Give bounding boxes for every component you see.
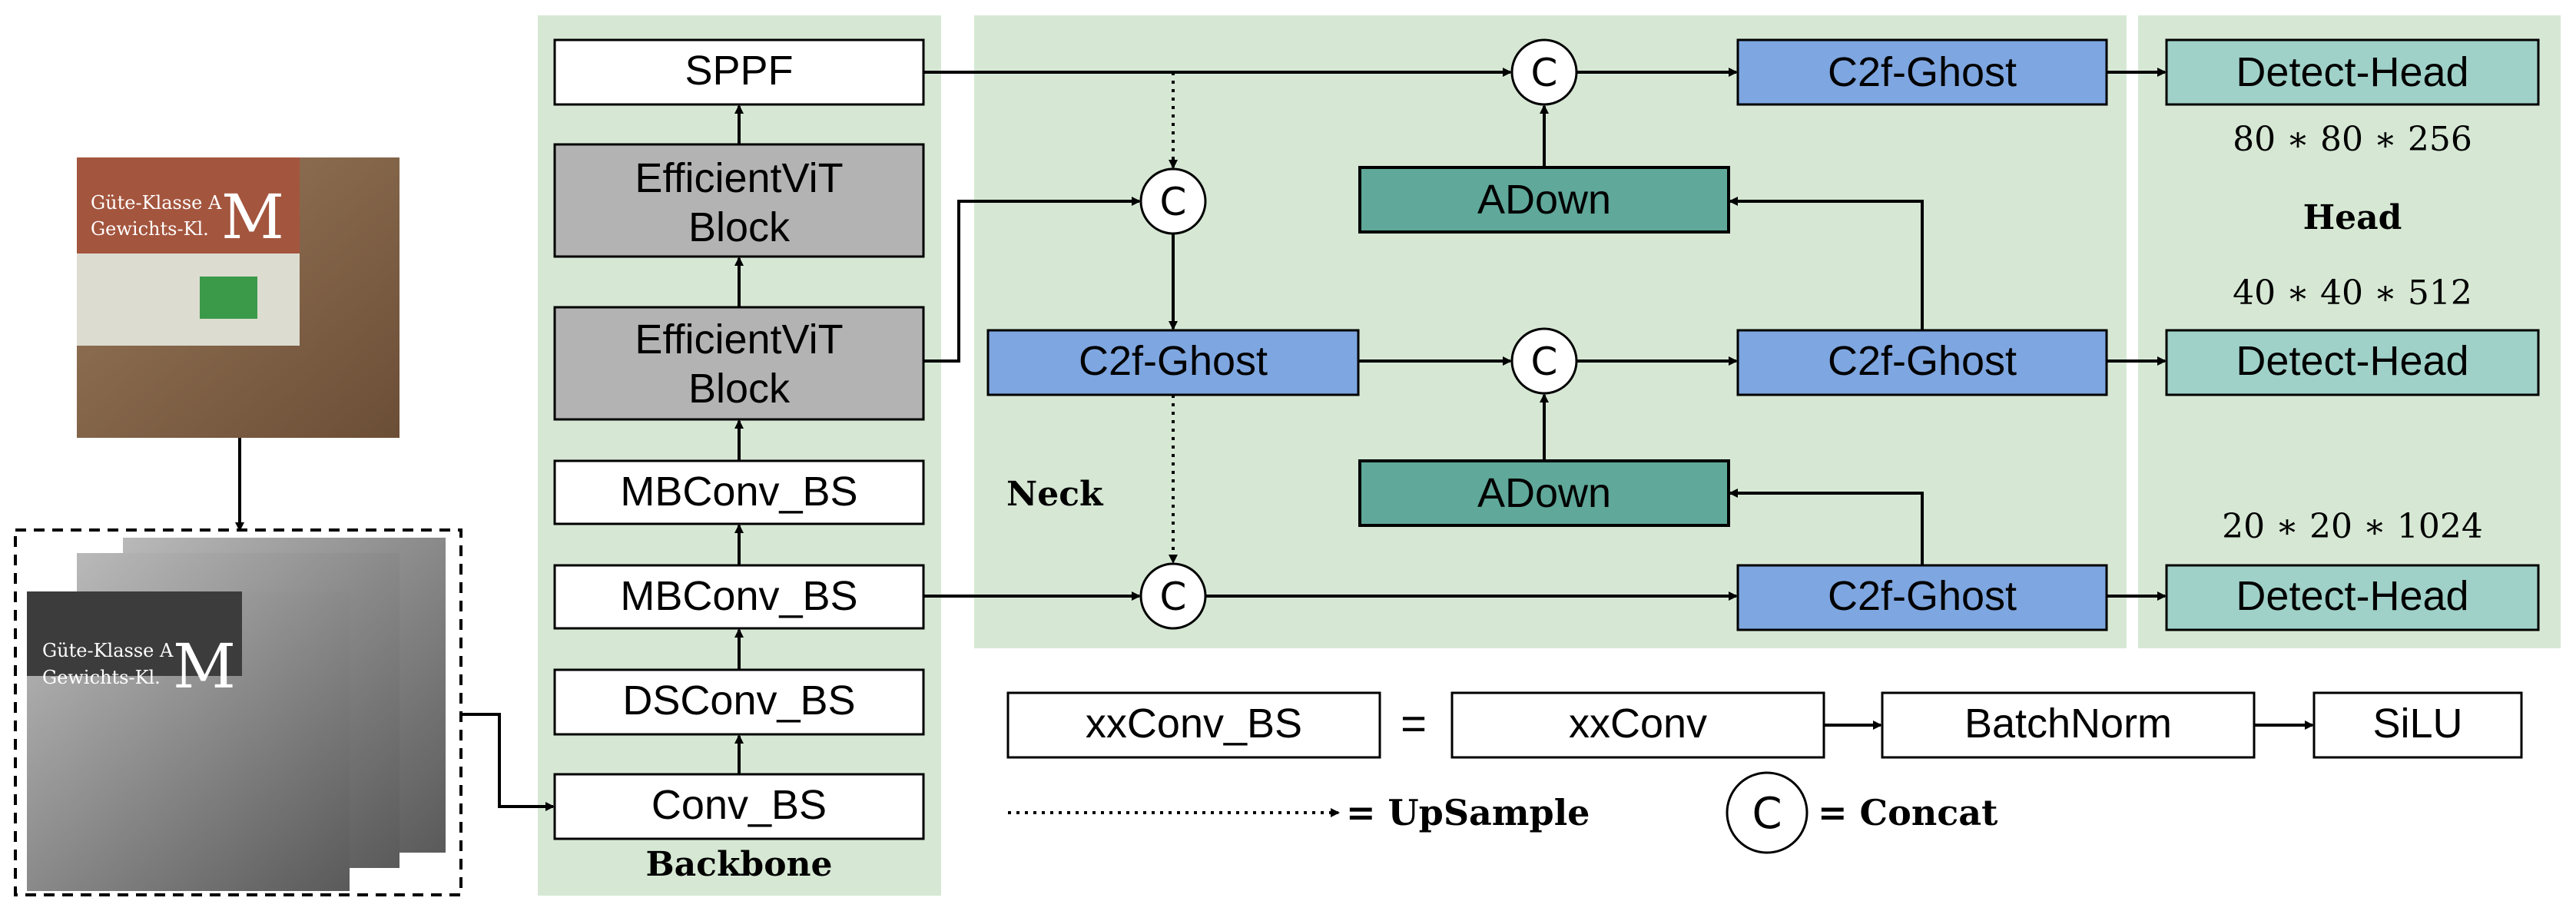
- legend-xxconv: xxConv: [1569, 701, 1707, 747]
- head-dim-3: 20 ∗ 20 ∗ 1024: [2222, 507, 2483, 546]
- detect-head-3: [2165, 564, 2540, 631]
- legend-silu: SiLU: [2372, 701, 2462, 747]
- gray-image-label-2: Gewichts-Kl.: [42, 667, 161, 688]
- adown-bottom: [1358, 459, 1730, 527]
- mbconv-bs-bottom: [553, 564, 925, 630]
- detect-head-1-label: Detect-Head: [2236, 49, 2468, 95]
- legend-silu-box: [2312, 691, 2523, 759]
- head-section-label: Head: [2303, 198, 2402, 237]
- svg-text:C: C: [1752, 789, 1782, 839]
- svg-text:C: C: [1531, 51, 1558, 95]
- detect-head-2: [2165, 329, 2540, 396]
- input-image-label-1: Güte-Klasse A: [91, 192, 222, 214]
- detect-head-1: [2165, 38, 2540, 106]
- concat-node-top: C: [1510, 38, 1578, 106]
- legend-batchnorm-box: [1881, 691, 2256, 759]
- head-dim-1: 80 ∗ 80 ∗ 256: [2233, 120, 2472, 159]
- adown-bottom-label: ADown: [1477, 470, 1611, 516]
- mbconv-bs-top-label: MBConv_BS: [620, 469, 857, 515]
- svg-text:C: C: [1160, 180, 1187, 224]
- c2f-ghost-neck-left-label: C2f-Ghost: [1079, 338, 1268, 384]
- c2f-ghost-bottom: [1736, 564, 2108, 631]
- mbconv-bs-bottom-label: MBConv_BS: [620, 573, 857, 619]
- neck-section-label: Neck: [1006, 475, 1104, 514]
- legend-batchnorm: BatchNorm: [1964, 701, 2172, 747]
- edge-stack-to-conv: [461, 713, 555, 811]
- conv-bs-label: Conv_BS: [651, 782, 827, 828]
- concat-node-upper-left: C: [1139, 167, 1207, 235]
- backbone-section-label: Backbone: [645, 845, 832, 884]
- legend-equals: =: [1401, 699, 1427, 749]
- c2f-ghost-top-label: C2f-Ghost: [1828, 49, 2017, 95]
- c2f-ghost-bottom-label: C2f-Ghost: [1828, 573, 2017, 619]
- svg-text:C: C: [1160, 575, 1187, 619]
- detect-head-2-label: Detect-Head: [2236, 338, 2468, 384]
- legend-xxconv-bs-box: [1006, 691, 1381, 759]
- legend-xxconv-bs: xxConv_BS: [1086, 701, 1302, 747]
- efficientvit-bottom-line2: Block: [688, 366, 791, 412]
- sppf-box: [553, 38, 925, 106]
- efficientvit-top-line2: Block: [688, 204, 791, 250]
- edge-vit-to-concat-upper: [923, 197, 1141, 363]
- input-image-label-2: Gewichts-Kl.: [91, 218, 209, 240]
- efficientvit-bottom-line1: EfficientViT: [635, 316, 843, 363]
- svg-text:C: C: [1531, 340, 1558, 384]
- adown-top: [1358, 166, 1730, 234]
- gray-image-label-1: Güte-Klasse A: [42, 640, 174, 661]
- mbconv-bs-top: [553, 459, 925, 525]
- legend-upsample-text: = UpSample: [1346, 792, 1590, 833]
- efficientvit-top-line1: EfficientViT: [635, 155, 843, 201]
- dsconv-bs-label: DSConv_BS: [622, 677, 855, 724]
- legend-concat-text: = Concat: [1818, 792, 1998, 833]
- legend-concat-symbol: C: [1726, 771, 1809, 854]
- edge-c2f-bottom-to-adown-bottom: [1729, 489, 1924, 565]
- detect-head-3-label: Detect-Head: [2236, 573, 2468, 619]
- c2f-ghost-neck-left: [986, 329, 1360, 396]
- gray-image-letter: M: [173, 631, 236, 702]
- input-image: Güte-Klasse A Gewichts-Kl. M: [77, 157, 399, 438]
- sppf-label: SPPF: [685, 48, 793, 94]
- c2f-ghost-top: [1736, 38, 2108, 106]
- input-image-letter: M: [221, 181, 284, 253]
- c2f-ghost-middle: [1736, 329, 2108, 396]
- head-dim-2: 40 ∗ 40 ∗ 512: [2233, 273, 2472, 313]
- c2f-ghost-middle-label: C2f-Ghost: [1828, 338, 2017, 384]
- adown-top-label: ADown: [1477, 177, 1611, 223]
- grayscale-image-stack: Güte-Klasse A Gewichts-Kl. M: [14, 528, 462, 896]
- concat-node-bottom: C: [1139, 562, 1207, 630]
- efficientvit-block-bottom: [553, 306, 925, 421]
- edge-c2f-middle-to-adown-top: [1729, 197, 1924, 330]
- concat-node-middle: C: [1510, 327, 1578, 395]
